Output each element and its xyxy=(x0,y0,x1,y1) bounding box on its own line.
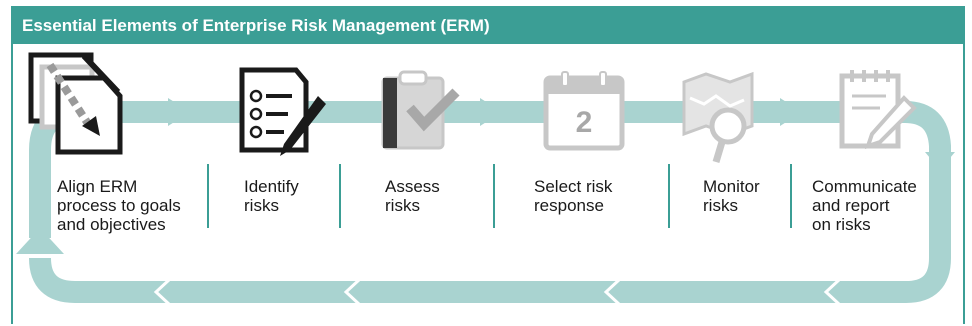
step-divider xyxy=(668,164,670,228)
step-divider xyxy=(790,164,792,228)
step-divider xyxy=(493,164,495,228)
step-label-assess: Assess risks xyxy=(385,177,440,215)
step-label-identify: Identify risks xyxy=(244,177,299,215)
step-label-monitor: Monitor risks xyxy=(703,177,760,215)
diagram-title: Essential Elements of Enterprise Risk Ma… xyxy=(13,8,963,44)
diagram-frame: Essential Elements of Enterprise Risk Ma… xyxy=(11,6,965,324)
step-label-align: Align ERM process to goals and objective… xyxy=(57,177,181,234)
clipboard-check-icon xyxy=(381,70,460,150)
step-label-communicate: Communicate and report on risks xyxy=(812,177,917,234)
step-divider xyxy=(207,164,209,228)
loop-arrowheads xyxy=(16,98,955,254)
calendar-icon: 2 xyxy=(543,71,625,151)
notepad-pencil-icon xyxy=(839,70,917,150)
checklist-pen-icon xyxy=(239,67,326,156)
step-divider xyxy=(339,164,341,228)
document-align-icon xyxy=(28,52,123,155)
map-magnifier-icon xyxy=(682,71,754,164)
calendar-number: 2 xyxy=(576,106,593,139)
step-label-select: Select risk response xyxy=(534,177,613,215)
